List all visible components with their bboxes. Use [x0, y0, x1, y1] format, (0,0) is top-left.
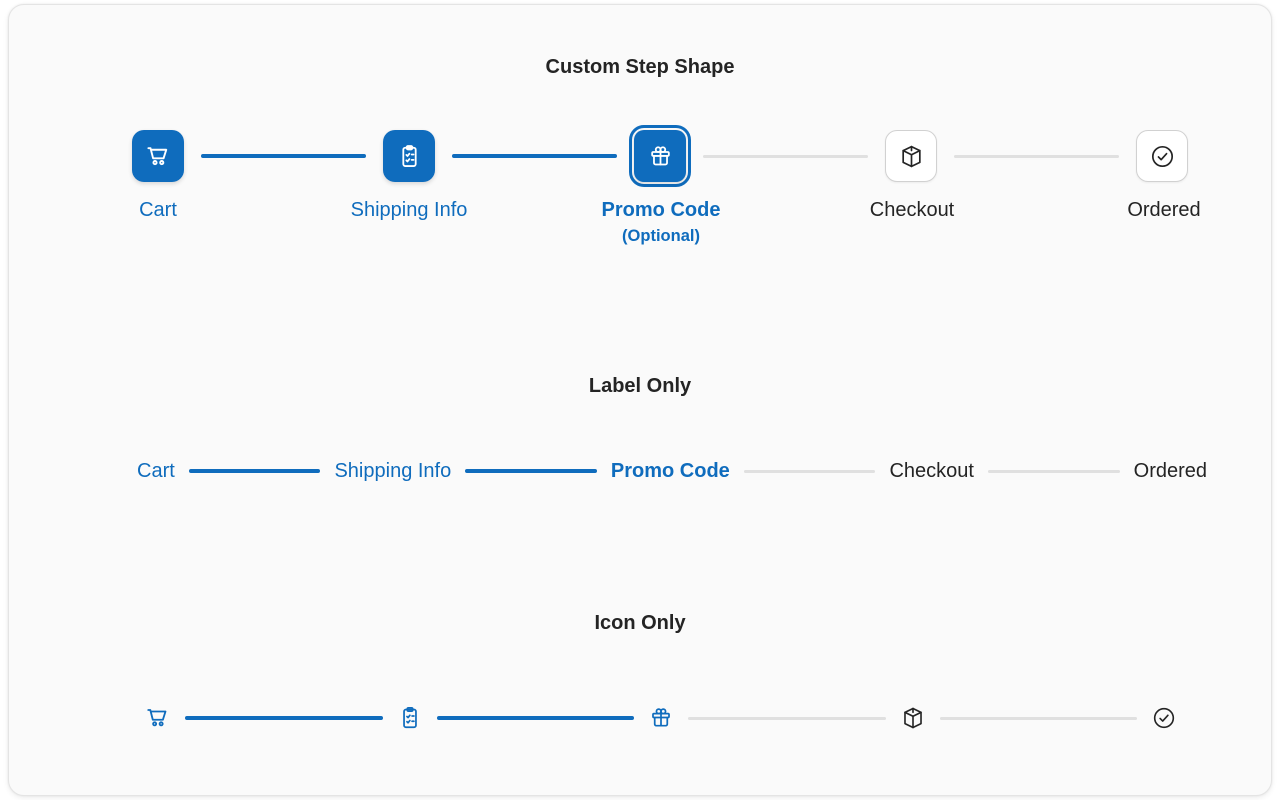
section-title-custom-step-shape: Custom Step Shape	[545, 56, 735, 78]
section-title-label-only: Label Only	[588, 375, 692, 397]
step-label-promo-code[interactable]: Promo Code (Optional)	[531, 198, 791, 247]
step-label-checkout[interactable]: Checkout	[869, 199, 955, 221]
step-shipping-info[interactable]	[383, 130, 435, 182]
step-checkout[interactable]	[885, 130, 937, 182]
box-icon	[898, 143, 925, 170]
label-only-step-ordered[interactable]: Ordered	[1133, 459, 1208, 482]
label-only-step-cart[interactable]: Cart	[137, 459, 175, 482]
step-cart[interactable]	[132, 130, 184, 182]
step-label-text: Promo Code	[601, 199, 721, 221]
connector-upcoming	[939, 716, 1137, 720]
box-icon[interactable]	[900, 705, 926, 731]
label-only-step-shipping-info[interactable]: Shipping Info	[334, 459, 452, 482]
current-step-ring	[629, 125, 691, 187]
step-label-ordered[interactable]: Ordered	[1127, 199, 1201, 221]
connector-upcoming	[954, 154, 1119, 158]
connector-upcoming	[743, 469, 876, 473]
connector-completed	[185, 716, 383, 720]
section-title-icon-only: Icon Only	[594, 612, 686, 634]
stepper-demo-card: Custom Step Shape	[8, 4, 1272, 796]
cart-icon	[145, 143, 172, 170]
connector-completed	[188, 469, 321, 473]
cart-icon[interactable]	[145, 705, 171, 731]
step-ordered[interactable]	[1136, 130, 1188, 182]
connector-upcoming	[688, 716, 886, 720]
label-only-step-checkout[interactable]: Checkout	[889, 459, 974, 482]
gift-icon[interactable]	[648, 705, 674, 731]
stepper-custom-shape	[127, 125, 1193, 187]
step-label-cart[interactable]: Cart	[139, 199, 177, 221]
clipboard-tasks-icon	[396, 143, 423, 170]
stepper-icon-only	[145, 704, 1177, 732]
gift-icon	[647, 143, 674, 170]
connector-completed	[436, 716, 634, 720]
connector-completed	[452, 154, 617, 158]
check-circle-icon	[1149, 143, 1176, 170]
connector-upcoming	[703, 154, 868, 158]
connector-completed	[465, 469, 597, 473]
step-promo-code[interactable]	[634, 130, 686, 182]
connector-upcoming	[987, 469, 1120, 473]
connector-completed	[201, 154, 366, 158]
stepper-label-only: Cart Shipping Info Promo Code Checkout O…	[137, 453, 1207, 489]
step-sublabel-optional: (Optional)	[622, 227, 700, 245]
check-circle-icon[interactable]	[1151, 705, 1177, 731]
label-only-step-promo-code[interactable]: Promo Code	[610, 459, 730, 482]
clipboard-tasks-icon[interactable]	[397, 705, 423, 731]
step-label-shipping-info[interactable]: Shipping Info	[350, 199, 468, 221]
